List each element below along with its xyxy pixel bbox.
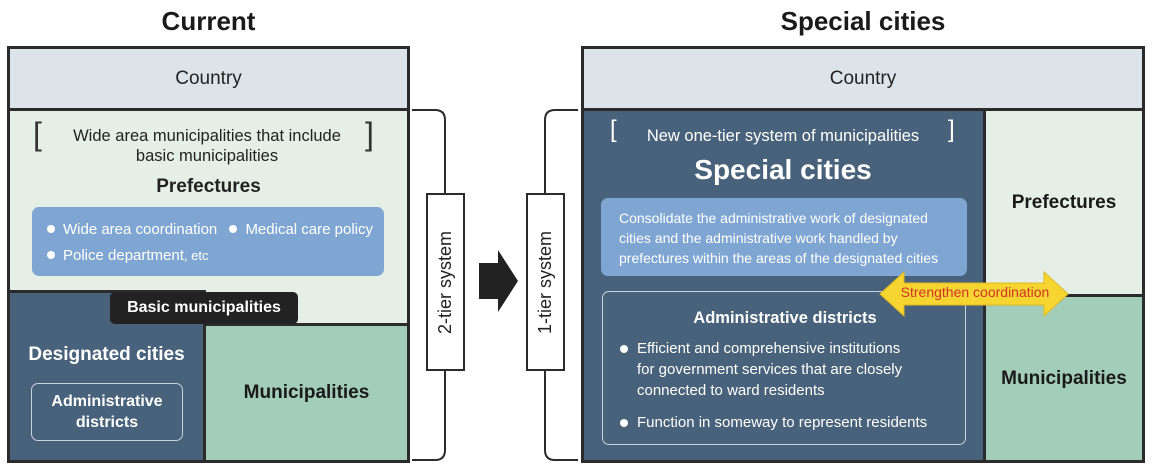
new-system-label: New one-tier system of municipalities bbox=[646, 127, 920, 145]
wide-area-line-1: Wide area municipalities that include bbox=[73, 127, 341, 145]
right-country-label: Country bbox=[829, 67, 897, 89]
left-country-label: Country bbox=[175, 67, 242, 89]
wide-area-line-2: basic municipalities bbox=[135, 147, 279, 165]
right-country-box: Country bbox=[581, 46, 1145, 111]
right-municipalities-label: Municipalities bbox=[1001, 367, 1127, 389]
function-row-2: Police department, etc bbox=[47, 247, 208, 264]
consolidate-box: Consolidate the administrative work of d… bbox=[601, 198, 967, 276]
double-arrow-icon bbox=[879, 270, 1069, 318]
wide-area-text: Wide area municipalities that include ba… bbox=[48, 126, 366, 166]
left-municipalities-label: Municipalities bbox=[243, 382, 370, 403]
function-etc: , etc bbox=[183, 248, 209, 263]
function-police: Police department bbox=[63, 247, 184, 264]
left-prefectures-title: Prefectures bbox=[156, 176, 261, 197]
prefecture-functions-box: Wide area coordination Medical care poli… bbox=[32, 207, 384, 276]
right-municipalities-panel: Municipalities bbox=[983, 294, 1145, 463]
admin-bullet-1-line-1: Efficient and comprehensive institutions bbox=[637, 340, 901, 357]
right-admin-districts-title: Administrative districts bbox=[693, 309, 877, 327]
admin-bullet-1-line-3: connected to ward residents bbox=[637, 382, 825, 399]
bullet-icon bbox=[620, 345, 628, 353]
one-tier-label-box: 1-tier system bbox=[526, 193, 565, 371]
admin-bullet-1: Efficient and comprehensive institutions… bbox=[637, 338, 902, 401]
current-heading: Current bbox=[161, 6, 256, 36]
left-municipalities-panel: Municipalities bbox=[203, 323, 410, 463]
right-prefectures-label: Prefectures bbox=[1011, 191, 1117, 213]
bullet-icon bbox=[229, 225, 238, 233]
transition-arrow-icon bbox=[479, 250, 518, 312]
function-wide-area: Wide area coordination bbox=[63, 221, 218, 238]
right-prefectures-panel: Prefectures bbox=[983, 108, 1145, 297]
basic-municipalities-tag: Basic municipalities bbox=[110, 292, 298, 324]
left-close-bracket: ] bbox=[365, 116, 374, 152]
two-tier-label-box: 2-tier system bbox=[426, 193, 465, 371]
designated-cities-label: Designated cities bbox=[28, 344, 185, 365]
right-close-bracket: ] bbox=[948, 116, 955, 143]
admin-bullet-1-line-2: for government services that are closely bbox=[637, 361, 903, 378]
left-admin-districts-line-2: districts bbox=[75, 414, 139, 431]
special-cities-heading: Special cities bbox=[780, 6, 946, 36]
right-open-bracket: [ bbox=[610, 116, 617, 143]
left-country-box: Country bbox=[7, 46, 410, 111]
bullet-icon bbox=[47, 251, 55, 259]
two-tier-label: 2-tier system bbox=[435, 230, 455, 334]
left-open-bracket: [ bbox=[33, 116, 42, 152]
one-tier-label: 1-tier system bbox=[535, 230, 555, 334]
basic-municipalities-label: Basic municipalities bbox=[127, 299, 281, 316]
consolidate-line-3: prefectures within the areas of the desi… bbox=[619, 250, 939, 266]
admin-bullet-2: Function in someway to represent residen… bbox=[637, 414, 928, 431]
special-cities-title: Special cities bbox=[694, 154, 872, 185]
function-medical: Medical care policy bbox=[245, 221, 373, 238]
bullet-icon bbox=[47, 225, 55, 233]
strengthen-coordination-label: Strengthen coordination bbox=[900, 284, 1050, 300]
consolidate-line-1: Consolidate the administrative work of d… bbox=[619, 210, 928, 226]
strengthen-coordination-arrow bbox=[879, 270, 1069, 318]
bullet-icon bbox=[620, 419, 628, 427]
left-admin-districts-box: Administrative districts bbox=[31, 383, 183, 441]
consolidate-line-2: cities and the administrative work handl… bbox=[619, 230, 898, 246]
right-admin-districts-box: Administrative districts Efficient and c… bbox=[602, 291, 966, 445]
function-row-1: Wide area coordination Medical care poli… bbox=[47, 221, 373, 238]
left-admin-districts-line-1: Administrative bbox=[51, 393, 163, 410]
